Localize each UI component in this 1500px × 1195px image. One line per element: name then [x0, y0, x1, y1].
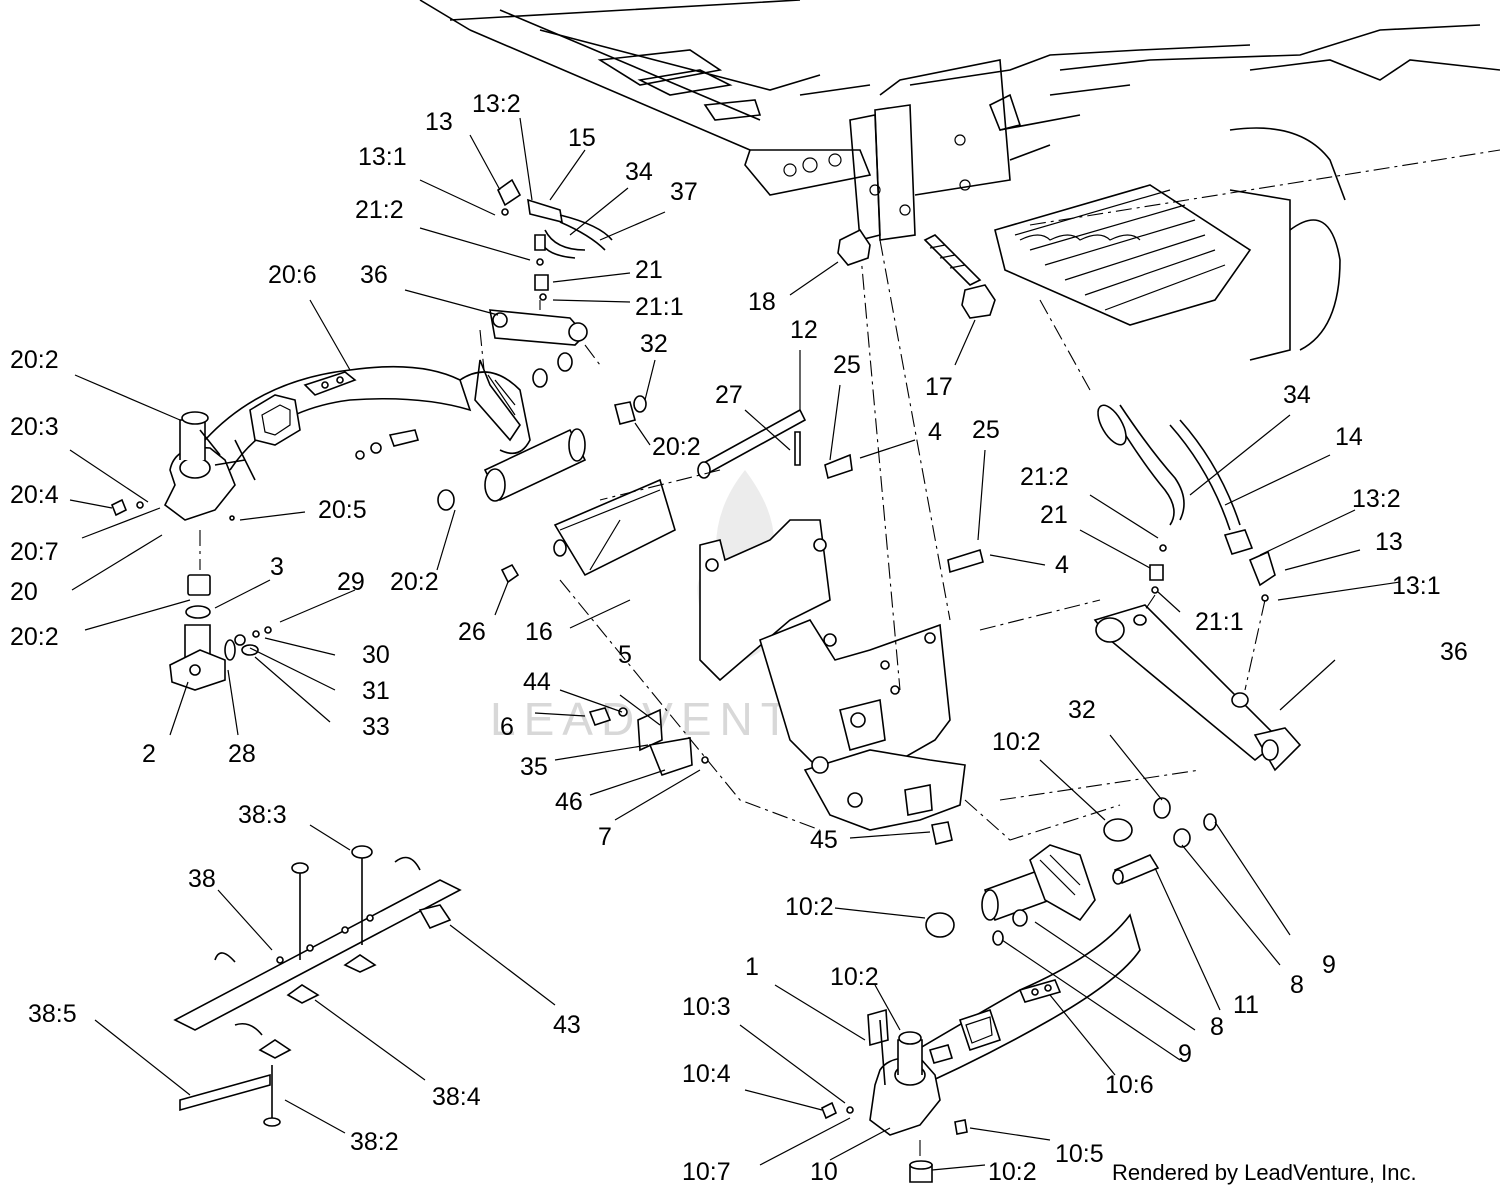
callout-36: 36 [1440, 638, 1468, 666]
callout-10-5: 10:5 [1055, 1140, 1104, 1168]
callout-16: 16 [525, 618, 553, 646]
callout-18: 18 [748, 288, 776, 316]
callout-5: 5 [618, 641, 632, 669]
callout-10-2: 10:2 [988, 1158, 1037, 1186]
callout-31: 31 [362, 677, 390, 705]
latch-bracket [588, 707, 709, 776]
callout-21: 21 [1040, 501, 1068, 529]
callout-15: 15 [568, 124, 596, 152]
callout-12: 12 [790, 316, 818, 344]
callout-6: 6 [500, 713, 514, 741]
callout-20-6: 20:6 [268, 261, 317, 289]
callout-21-2: 21:2 [1020, 463, 1069, 491]
callout-10-2: 10:2 [830, 963, 879, 991]
draft-arm-left [110, 365, 531, 691]
callout-38-4: 38:4 [432, 1083, 481, 1111]
callout-13-1: 13:1 [358, 143, 407, 171]
callout-20-2: 20:2 [10, 346, 59, 374]
lift-cylinder-left [474, 309, 601, 442]
right-hose-assembly [1097, 404, 1276, 691]
lift-cylinder-right [1093, 604, 1302, 772]
callout-35: 35 [520, 753, 548, 781]
callout-20-5: 20:5 [318, 496, 367, 524]
callout-38: 38 [188, 865, 216, 893]
callout-21-1: 21:1 [635, 293, 684, 321]
callout-10-2: 10:2 [992, 728, 1041, 756]
callout-30: 30 [362, 641, 390, 669]
callout-13: 13 [425, 108, 453, 136]
callout-4: 4 [928, 418, 942, 446]
callout-labels: 13:1 13 13:2 15 34 37 21:2 21 21:1 36 20… [10, 90, 1468, 1186]
callout-20-2: 20:2 [390, 568, 439, 596]
callout-34: 34 [625, 158, 653, 186]
callout-20-4: 20:4 [10, 481, 59, 509]
callout-10-7: 10:7 [682, 1158, 731, 1186]
callout-10-4: 10:4 [682, 1060, 731, 1088]
callout-37: 37 [670, 178, 698, 206]
callout-38-5: 38:5 [28, 1000, 77, 1028]
callout-9: 9 [1178, 1040, 1192, 1068]
callout-20-2: 20:2 [10, 623, 59, 651]
weight-bar [173, 845, 462, 1127]
callout-13-1: 13:1 [1392, 572, 1441, 600]
callout-13: 13 [1375, 528, 1403, 556]
callout-46: 46 [555, 788, 583, 816]
cross-tube [437, 395, 984, 574]
callout-10: 10 [810, 1158, 838, 1186]
callout-20-2: 20:2 [652, 433, 701, 461]
callout-21: 21 [635, 256, 663, 284]
callout-32: 32 [1068, 696, 1096, 724]
callout-10-3: 10:3 [682, 993, 731, 1021]
callout-11: 11 [1233, 991, 1259, 1019]
callout-27: 27 [715, 381, 743, 409]
upper-hose-assembly [496, 178, 613, 310]
callout-20-7: 20:7 [10, 538, 59, 566]
callout-29: 29 [337, 568, 365, 596]
callout-38-3: 38:3 [238, 801, 287, 829]
callout-20: 20 [10, 578, 38, 606]
callout-8: 8 [1290, 971, 1304, 999]
callout-32: 32 [640, 330, 668, 358]
callout-34: 34 [1283, 381, 1311, 409]
callout-7: 7 [598, 823, 612, 851]
callout-33: 33 [362, 713, 390, 741]
footer-credit: Rendered by LeadVenture, Inc. [1112, 1160, 1417, 1185]
tractor-frame [419, 0, 1500, 391]
callout-9: 9 [1322, 951, 1336, 979]
callout-13-2: 13:2 [472, 90, 521, 118]
callout-25: 25 [833, 351, 861, 379]
hitch-frame [500, 239, 1201, 845]
callout-36: 36 [360, 261, 388, 289]
callout-25: 25 [972, 416, 1000, 444]
callout-21-1: 21:1 [1195, 608, 1244, 636]
callout-3: 3 [270, 553, 284, 581]
callout-28: 28 [228, 740, 256, 768]
callout-10-6: 10:6 [1105, 1071, 1154, 1099]
callout-21-2: 21:2 [355, 196, 404, 224]
callout-45: 45 [810, 826, 838, 854]
callout-4: 4 [1055, 551, 1069, 579]
nut-and-bolt [837, 228, 996, 319]
callout-26: 26 [458, 618, 486, 646]
callout-10-2: 10:2 [785, 893, 834, 921]
callout-13-2: 13:2 [1352, 485, 1401, 513]
callout-14: 14 [1335, 423, 1363, 451]
callout-43: 43 [553, 1011, 581, 1039]
callout-44: 44 [523, 668, 551, 696]
leader-lines [69, 117, 1401, 1171]
callout-2: 2 [142, 740, 156, 768]
callout-38-2: 38:2 [350, 1128, 399, 1156]
callout-20-3: 20:3 [10, 413, 59, 441]
callout-1: 1 [745, 953, 759, 981]
draft-arm-right [820, 797, 1217, 1183]
callout-8: 8 [1210, 1013, 1224, 1041]
callout-17: 17 [925, 373, 953, 401]
